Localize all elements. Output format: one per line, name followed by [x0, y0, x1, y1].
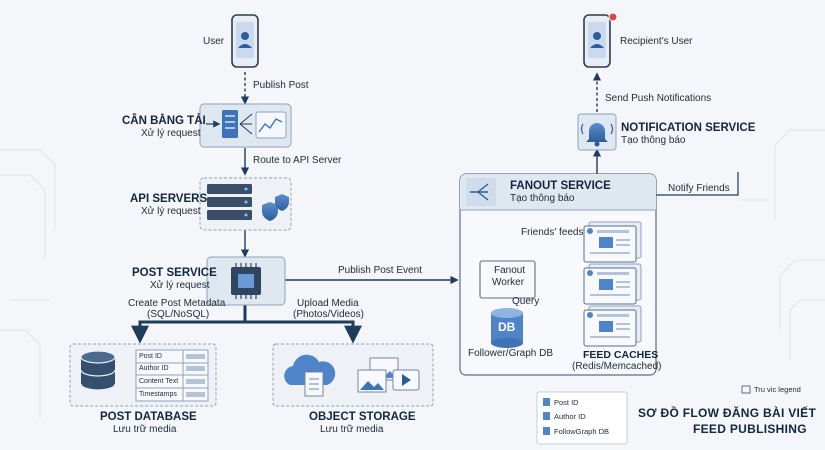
feed-cache-card: [583, 263, 642, 305]
edge-label-route-api: Route to API Server: [253, 155, 342, 166]
footer-title-line2: FEED PUBLISHING: [693, 422, 807, 436]
load-balancer-subtitle: Xử lý request: [141, 128, 201, 139]
circuit-background: [0, 129, 825, 420]
legend-item-post-id: Post ID: [554, 398, 579, 407]
feed-caches-title: FEED CACHES: [583, 349, 659, 361]
legend-box: [536, 385, 751, 445]
edge-label-upload-media: Upload Media: [297, 298, 359, 309]
edge-notify-friends: [655, 172, 739, 196]
db-field-post-id: Post ID: [139, 353, 162, 360]
fanout-service-subtitle: Tạo thông báo: [510, 193, 575, 204]
edge-label-send-push: Send Push Notifications: [605, 93, 712, 104]
api-servers-title: API SERVERS: [130, 193, 208, 205]
edge-label-publish-event: Publish Post Event: [338, 265, 422, 276]
recipient-phone-icon: [583, 12, 618, 68]
user-phone-icon: [231, 14, 259, 68]
db-field-timestamps: Timestamps: [139, 391, 177, 398]
feed-cache-card: [583, 221, 642, 263]
post-database-title: POST DATABASE: [100, 411, 197, 423]
load-balancer-box: [199, 103, 292, 148]
db-field-author-id: Author ID: [139, 365, 169, 372]
legend-item-author-id: Author ID: [554, 412, 586, 421]
edge-label-create-metadata-sub: (SQL/NoSQL): [147, 309, 210, 320]
edge-upload-media: [245, 320, 362, 344]
notification-bell-icon: [577, 113, 617, 151]
notification-service-title: NOTIFICATION SERVICE: [621, 122, 756, 134]
edge-label-notify-friends: Notify Friends: [668, 183, 730, 194]
edge-label-query: Query: [512, 296, 540, 307]
api-servers-subtitle: Xử lý request: [141, 206, 201, 217]
object-storage-title: OBJECT STORAGE: [309, 411, 416, 423]
fanout-service-title: FANOUT SERVICE: [510, 180, 611, 192]
fanout-worker-box: [479, 260, 536, 299]
edge-label-create-metadata: Create Post Metadata: [128, 298, 226, 309]
graph-db-label: Follower/Graph DB: [468, 348, 554, 359]
api-servers-box: [199, 177, 292, 231]
post-service-subtitle: Xử lý request: [150, 280, 210, 291]
post-database-box: [69, 343, 217, 407]
user-label: User: [203, 36, 225, 47]
post-service-box: [206, 256, 286, 306]
db-field-content-text: Content Text: [139, 378, 179, 385]
notification-service-subtitle: Tạo thông báo: [621, 135, 686, 146]
legend-title: Tru vic legend: [754, 385, 801, 394]
edge-create-metadata: [131, 305, 247, 344]
graph-db-icon: [491, 308, 523, 348]
graph-db-icon-text: DB: [498, 320, 516, 334]
feed-cache-card: [583, 305, 642, 347]
edge-label-publish-post: Publish Post: [253, 80, 309, 91]
fanout-worker-label-1: Fanout: [494, 265, 526, 276]
object-storage-box: [272, 343, 434, 407]
object-storage-subtitle: Lưu trữ media: [320, 424, 384, 435]
footer-title-line1: SƠ ĐỒ FLOW ĐĂNG BÀI VIẾT: [638, 406, 817, 420]
edge-label-upload-media-sub: (Photos/Videos): [293, 309, 364, 320]
post-database-subtitle: Lưu trữ media: [113, 424, 177, 435]
post-service-title: POST SERVICE: [132, 267, 217, 279]
load-balancer-title: CÂN BẰNG TẢI: [122, 115, 206, 127]
recipient-label: Recipient's User: [620, 36, 693, 47]
feed-caches-subtitle: (Redis/Memcached): [572, 361, 662, 372]
edge-label-friends-feeds: Friends' feeds: [521, 227, 584, 238]
fanout-worker-label-2: Worker: [492, 277, 525, 288]
legend-item-followgraph-db: FollowGraph DB: [554, 427, 610, 436]
